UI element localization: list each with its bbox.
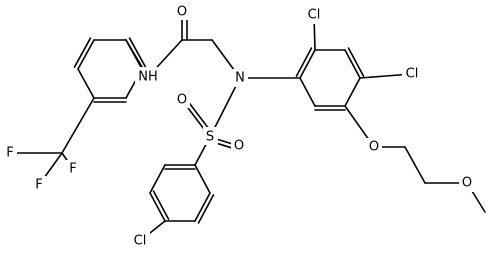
bond-ring2-de [149, 192, 166, 222]
bond-ring2-ef [149, 164, 166, 194]
atom-f-3-label: F [69, 162, 76, 177]
atom-nh: NH [135, 67, 161, 85]
atom-n-center: N [232, 69, 248, 87]
atom-n-center-label: N [235, 71, 245, 86]
bond-ring1-bc [77, 39, 95, 70]
atom-label-layer: O NH N S O O Cl Cl O O Cl F F F [3, 2, 475, 250]
atom-o-methoxy-label: O [462, 176, 472, 191]
atom-o-ether: O [366, 138, 382, 156]
atom-f-1-label: F [6, 146, 13, 161]
bond-ring1-cd [77, 68, 95, 99]
bond-ch2a-ch2b [404, 146, 426, 184]
atom-f-3: F [66, 160, 80, 178]
bond-ring2-ab [194, 164, 211, 194]
bond-ring3-de [344, 77, 361, 107]
bond-ring2-bc-second [197, 194, 215, 224]
atom-o-sulfonyl-2-label: O [234, 139, 244, 154]
bond-ring3-cd-second [347, 47, 365, 77]
bond-ring1-fa [125, 39, 143, 70]
atom-cl-top-label: Cl [308, 8, 321, 23]
bond-ring1-cf3 [61, 97, 95, 154]
atom-cl-right-label: Cl [406, 67, 419, 82]
atom-o-ether-label: O [369, 140, 379, 155]
bond-ring3-fa [299, 77, 316, 107]
bond-ring2-bc [194, 192, 211, 222]
atom-cl-bottom-label: Cl [134, 234, 147, 249]
atom-s: S [203, 127, 218, 145]
atom-s-label: S [206, 130, 214, 145]
atom-o-sulfonyl-1-label: O [177, 93, 187, 108]
atom-o-sulfonyl-1: O [174, 90, 190, 108]
atom-o-amide-label: O [177, 5, 187, 20]
atom-f-2-label: F [35, 178, 42, 193]
atom-cl-right: Cl [402, 65, 422, 83]
atom-o-amide: O [174, 2, 190, 20]
bond-ring3-ab-second [295, 47, 313, 77]
atom-f-2: F [32, 176, 46, 194]
atom-cl-top: Cl [304, 6, 324, 24]
bond-ring3-cd [344, 49, 361, 79]
atom-o-sulfonyl-2: O [231, 137, 247, 155]
bond-ring1-bc-second [73, 37, 92, 68]
bond-ring2-de-second [152, 190, 170, 220]
bond-ring3-ab [299, 49, 316, 79]
atom-f-1: F [3, 144, 17, 162]
atom-o-methoxy: O [459, 174, 475, 192]
atom-cl-bottom: Cl [130, 232, 150, 250]
bond-ring1-fa-second [128, 37, 147, 68]
bond-layer [9, 11, 486, 242]
atom-nh-label: NH [138, 70, 158, 85]
